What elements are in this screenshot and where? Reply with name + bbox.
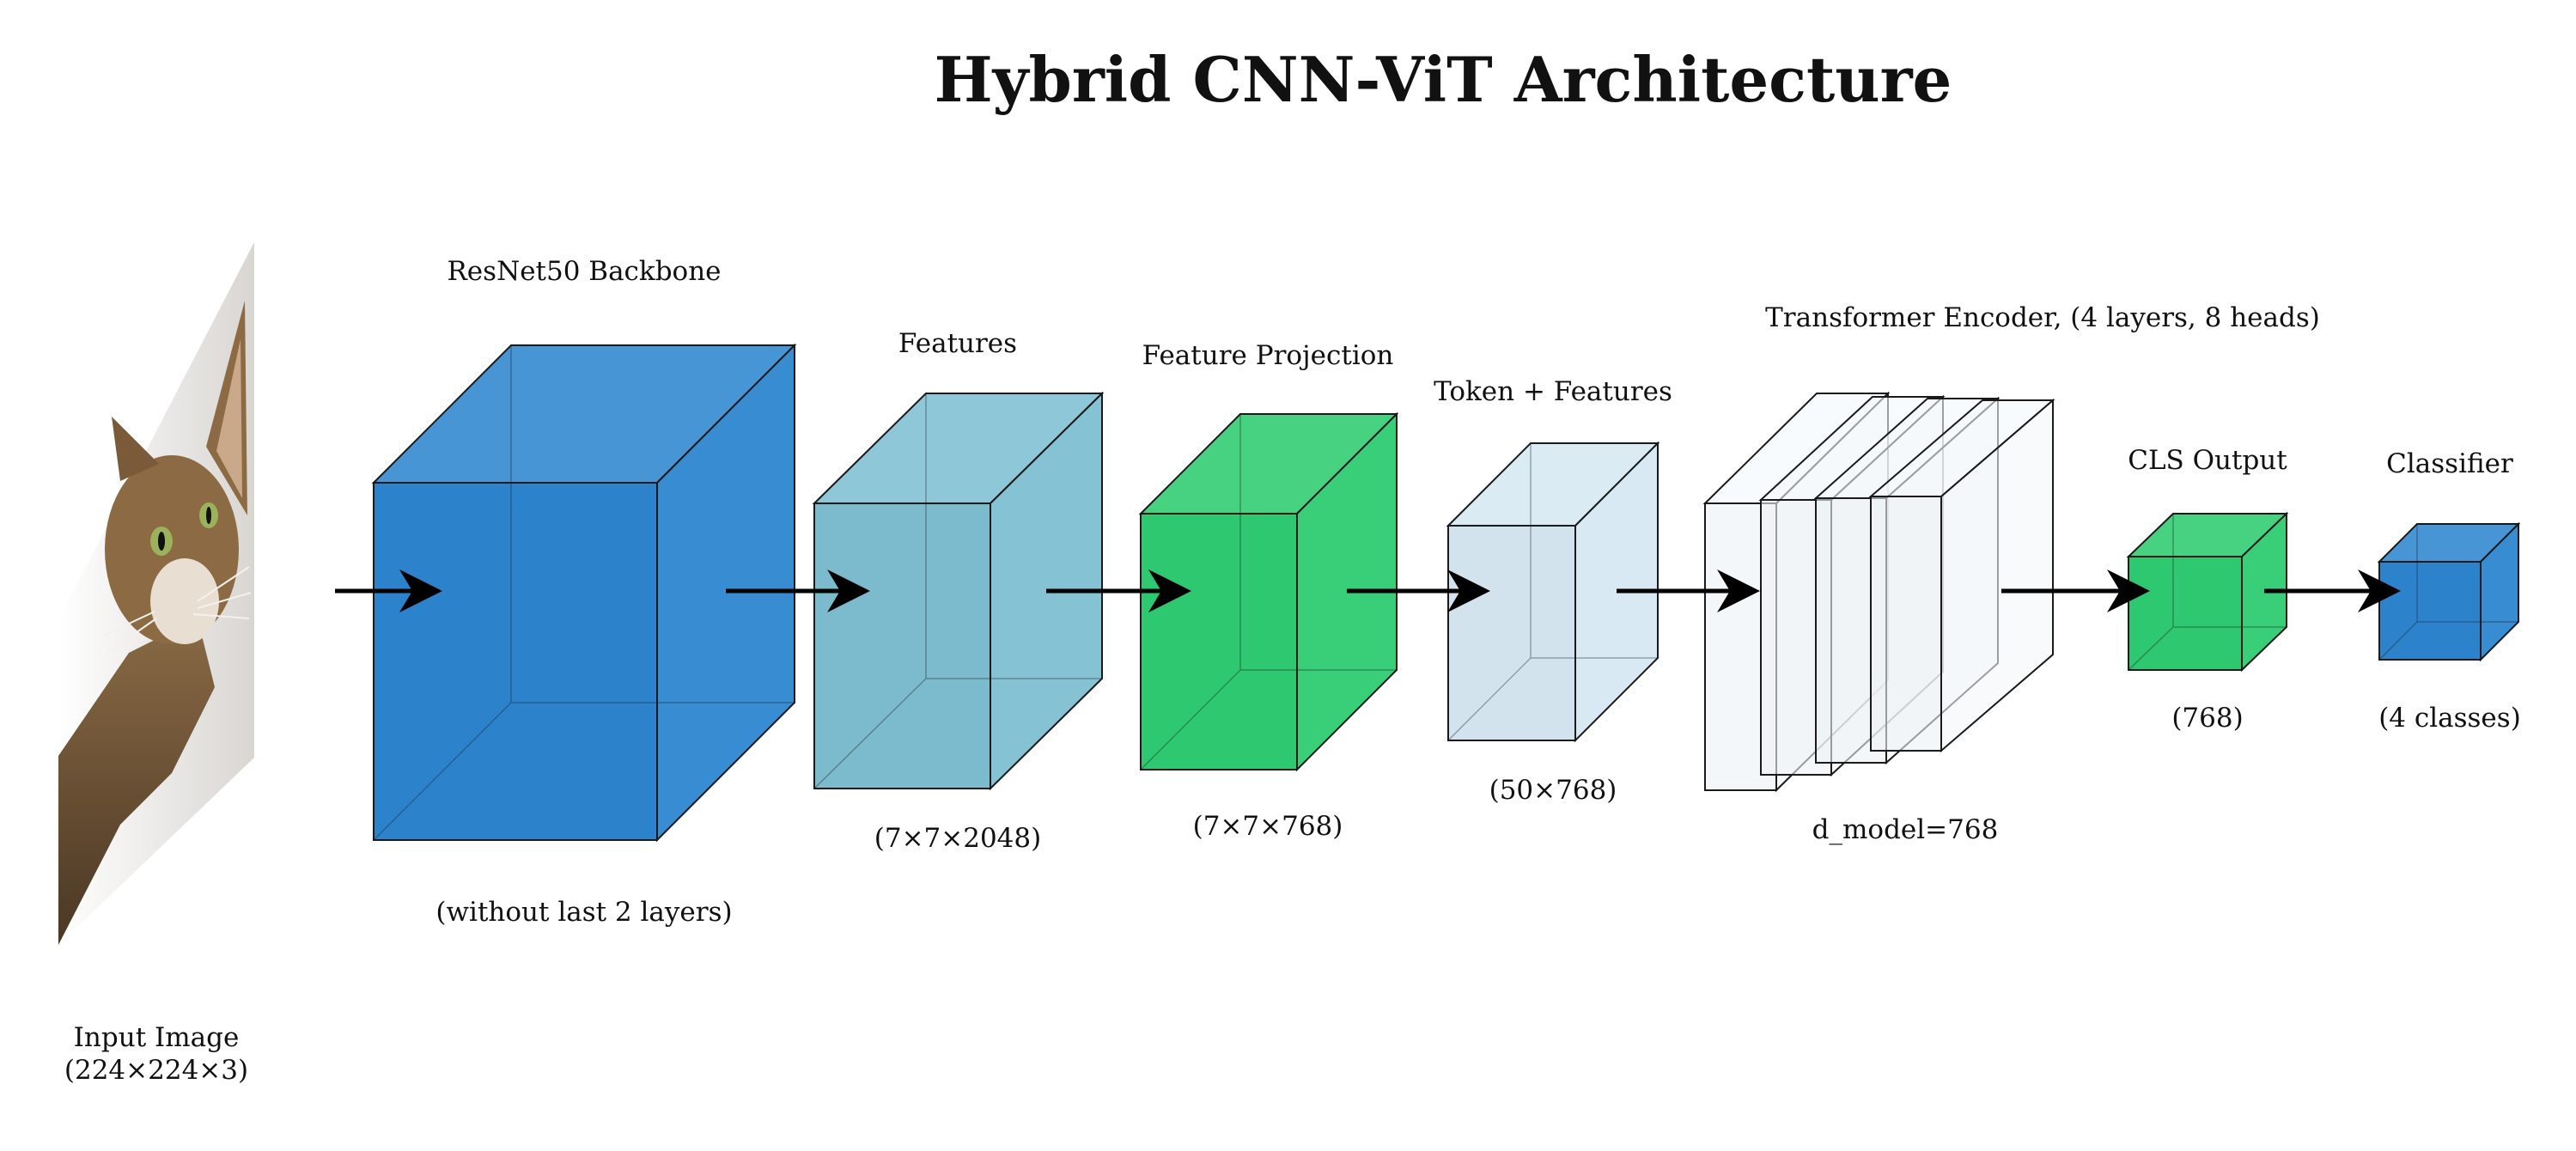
projection-sublabel: (7×7×768) <box>1193 811 1343 842</box>
token-label: Token + Features <box>1434 376 1672 407</box>
projection-label: Feature Projection <box>1142 340 1394 371</box>
resnet-sublabel: (without last 2 layers) <box>435 897 732 928</box>
cls-label: CLS Output <box>2128 445 2287 476</box>
encoder-layer <box>1868 398 2055 753</box>
block-cls: CLS Output (768) <box>2126 445 2289 734</box>
block-classifier: Classifier (4 classes) <box>2377 448 2521 734</box>
input-image: Input Image (224×224×3) <box>58 242 254 1086</box>
input-dims: (224×224×3) <box>64 1055 248 1086</box>
encoder-sublabel: d_model=768 <box>1812 814 1999 845</box>
features-label: Features <box>898 328 1017 359</box>
cat-photo-icon <box>58 242 254 945</box>
classifier-label: Classifier <box>2386 448 2513 479</box>
cls-cuboid <box>2126 511 2289 673</box>
classifier-cuboid <box>2377 521 2521 662</box>
block-encoder: Transformer Encoder, (4 layers, 8 heads)… <box>1702 302 2320 845</box>
classifier-sublabel: (4 classes) <box>2378 703 2521 734</box>
encoder-label: Transformer Encoder, (4 layers, 8 heads) <box>1765 302 2320 333</box>
resnet-label: ResNet50 Backbone <box>447 256 721 287</box>
token-sublabel: (50×768) <box>1489 775 1617 806</box>
features-sublabel: (7×7×2048) <box>874 823 1041 854</box>
diagram-title: Hybrid CNN-ViT Architecture <box>935 43 1952 116</box>
cls-sublabel: (768) <box>2171 703 2243 734</box>
block-resnet: ResNet50 Backbone (without last 2 layers… <box>371 256 797 928</box>
input-label: Input Image <box>74 1022 240 1053</box>
